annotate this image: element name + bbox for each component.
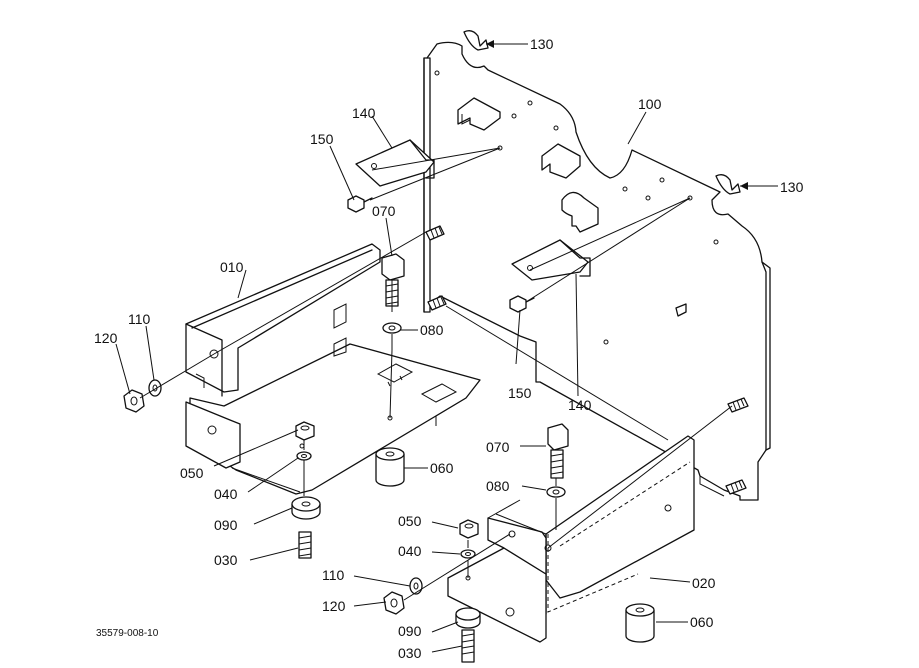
nut-120-right	[383, 591, 405, 615]
label-120-left: 120	[94, 330, 118, 346]
bolt-150-upper	[347, 195, 373, 213]
label-050-left: 050	[180, 465, 204, 481]
cushion-090-right	[455, 607, 481, 629]
base-bracket-020	[447, 435, 695, 643]
bracket-140-upper	[355, 139, 435, 187]
stud-030-left	[298, 531, 312, 559]
arrow-130-upper	[486, 40, 494, 48]
label-060-right: 060	[690, 614, 714, 630]
washer-110-right	[409, 577, 423, 595]
frame-plate-100	[423, 41, 771, 501]
base-bracket-010	[185, 243, 481, 495]
bolt-070-lower	[547, 423, 569, 479]
label-110-right: 110	[322, 567, 345, 583]
part-labels: 130 130 100 140 150 070 010 110 120 080 …	[94, 36, 804, 661]
label-010: 010	[220, 259, 244, 275]
label-140-lower: 140	[568, 397, 592, 413]
label-130-lower: 130	[780, 179, 804, 195]
leader-lines	[115, 43, 778, 653]
label-070-lower: 070	[486, 439, 510, 455]
clip-130-lower	[715, 174, 741, 195]
arrow-130-lower	[740, 182, 748, 190]
label-050-right: 050	[398, 513, 422, 529]
stud-mid-left	[427, 295, 447, 311]
stud-upper-left	[425, 225, 445, 241]
label-080-upper: 080	[420, 322, 444, 338]
stud-030-right	[461, 629, 475, 663]
label-150-upper: 150	[310, 131, 334, 147]
spacer-060-right	[625, 603, 655, 643]
label-040-left: 040	[214, 486, 238, 502]
label-080-lower: 080	[486, 478, 510, 494]
nut-050-left	[295, 421, 315, 441]
label-150-lower: 150	[508, 385, 532, 401]
label-130-upper: 130	[530, 36, 554, 52]
stud-bottom-right	[725, 479, 747, 495]
washer-080-upper	[382, 322, 402, 334]
nut-050-right	[459, 519, 479, 539]
label-110-left: 110	[128, 311, 151, 327]
clip-130-upper	[463, 30, 489, 51]
label-090-left: 090	[214, 517, 238, 533]
washer-040-left	[296, 451, 312, 461]
label-060-left: 060	[430, 460, 454, 476]
cushion-090-left	[291, 496, 321, 520]
drawing-code: 35579-008-10	[96, 628, 159, 639]
assembly-lines	[139, 147, 733, 601]
label-030-right: 030	[398, 645, 422, 661]
bolt-070-upper	[381, 253, 405, 307]
label-120-right: 120	[322, 598, 346, 614]
washer-040-right	[460, 549, 476, 559]
label-070-upper: 070	[372, 203, 396, 219]
label-140-upper: 140	[352, 105, 376, 121]
washer-080-lower	[546, 486, 566, 498]
label-020: 020	[692, 575, 716, 591]
label-030-left: 030	[214, 552, 238, 568]
spacer-060-left	[375, 447, 405, 487]
label-100: 100	[638, 96, 662, 112]
label-090-right: 090	[398, 623, 422, 639]
stud-lower-right	[727, 397, 749, 413]
nut-120-left	[123, 389, 145, 413]
label-040-right: 040	[398, 543, 422, 559]
washer-110-left	[148, 379, 162, 397]
